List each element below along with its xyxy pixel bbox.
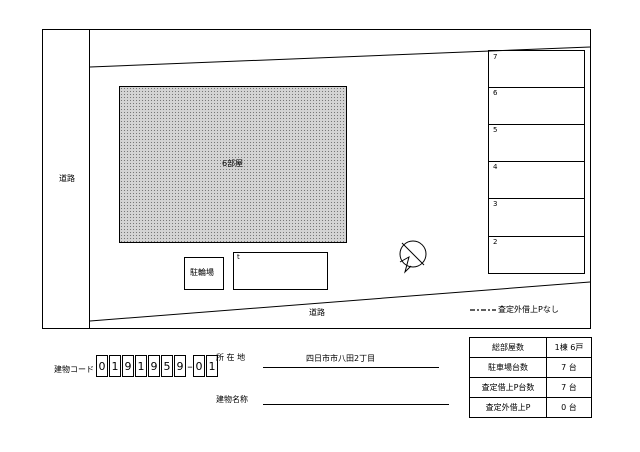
- parking-column: 7 6 5 4 3 2: [488, 50, 585, 274]
- bike-parking-label: 駐輪場: [190, 268, 214, 277]
- parking-space-number: 5: [493, 126, 498, 134]
- parking-lot: [233, 252, 328, 290]
- parking-divider: [489, 198, 584, 199]
- building-code: 0 1 9 1 9 5 9 – 0 1: [96, 355, 219, 379]
- legend-label: 査定外借上Pなし: [498, 305, 559, 314]
- parking-space-number: 3: [493, 200, 498, 208]
- building-name-underline: [263, 404, 449, 405]
- site-plan-frame: [42, 29, 591, 329]
- table-row: 査定借上P台数 7 台: [469, 377, 592, 398]
- parking-space-number: 6: [493, 89, 498, 97]
- road-bottom-line: [89, 281, 591, 322]
- bike-parking: [184, 257, 224, 290]
- code-digit: 9: [148, 355, 160, 377]
- summary-label: 査定借上P台数: [469, 377, 547, 398]
- parking-divider: [489, 87, 584, 88]
- code-digit: 9: [174, 355, 186, 377]
- summary-label: 駐車場台数: [469, 357, 547, 378]
- code-digit: 5: [161, 355, 173, 377]
- code-digit: 1: [109, 355, 121, 377]
- building-code-label: 建物コード: [54, 365, 94, 374]
- summary-table: 総部屋数 1棟 6戸 駐車場台数 7 台 査定借上P台数 7 台 査定外借上P …: [469, 337, 592, 418]
- address-underline: [263, 367, 439, 368]
- summary-value: 7 台: [546, 357, 592, 378]
- address-value: 四日市市八田2丁目: [306, 354, 376, 363]
- code-digit: 1: [206, 355, 218, 377]
- building-label: 6部屋: [222, 159, 244, 168]
- parking-space-number: 4: [493, 163, 498, 171]
- address-label: 所 在 地: [216, 353, 246, 362]
- parking-divider: [489, 236, 584, 237]
- table-row: 駐車場台数 7 台: [469, 357, 592, 378]
- summary-value: 7 台: [546, 377, 592, 398]
- parking-space-number: 2: [493, 238, 498, 246]
- road-bottom-label: 道路: [309, 308, 325, 317]
- parking-divider: [489, 161, 584, 162]
- building-name-label: 建物名称: [216, 395, 248, 404]
- parking-space-number: 7: [493, 53, 498, 61]
- code-digit: 0: [96, 355, 108, 377]
- code-digit: 0: [193, 355, 205, 377]
- parking-divider: [489, 124, 584, 125]
- code-digit: 9: [122, 355, 134, 377]
- building-footprint: [119, 86, 347, 243]
- road-edge-line: [89, 30, 90, 328]
- code-digit: 1: [135, 355, 147, 377]
- table-row: 総部屋数 1棟 6戸: [469, 337, 592, 358]
- summary-value: 0 台: [546, 397, 592, 418]
- table-row: 査定外借上P 0 台: [469, 397, 592, 418]
- north-arrow-icon: [399, 240, 427, 274]
- summary-label: 総部屋数: [469, 337, 547, 358]
- summary-label: 査定外借上P: [469, 397, 547, 418]
- summary-value: 1棟 6戸: [546, 337, 592, 358]
- code-dash: –: [187, 359, 193, 373]
- road-left-label: 道路: [59, 174, 75, 183]
- lot-mark: t: [237, 253, 240, 261]
